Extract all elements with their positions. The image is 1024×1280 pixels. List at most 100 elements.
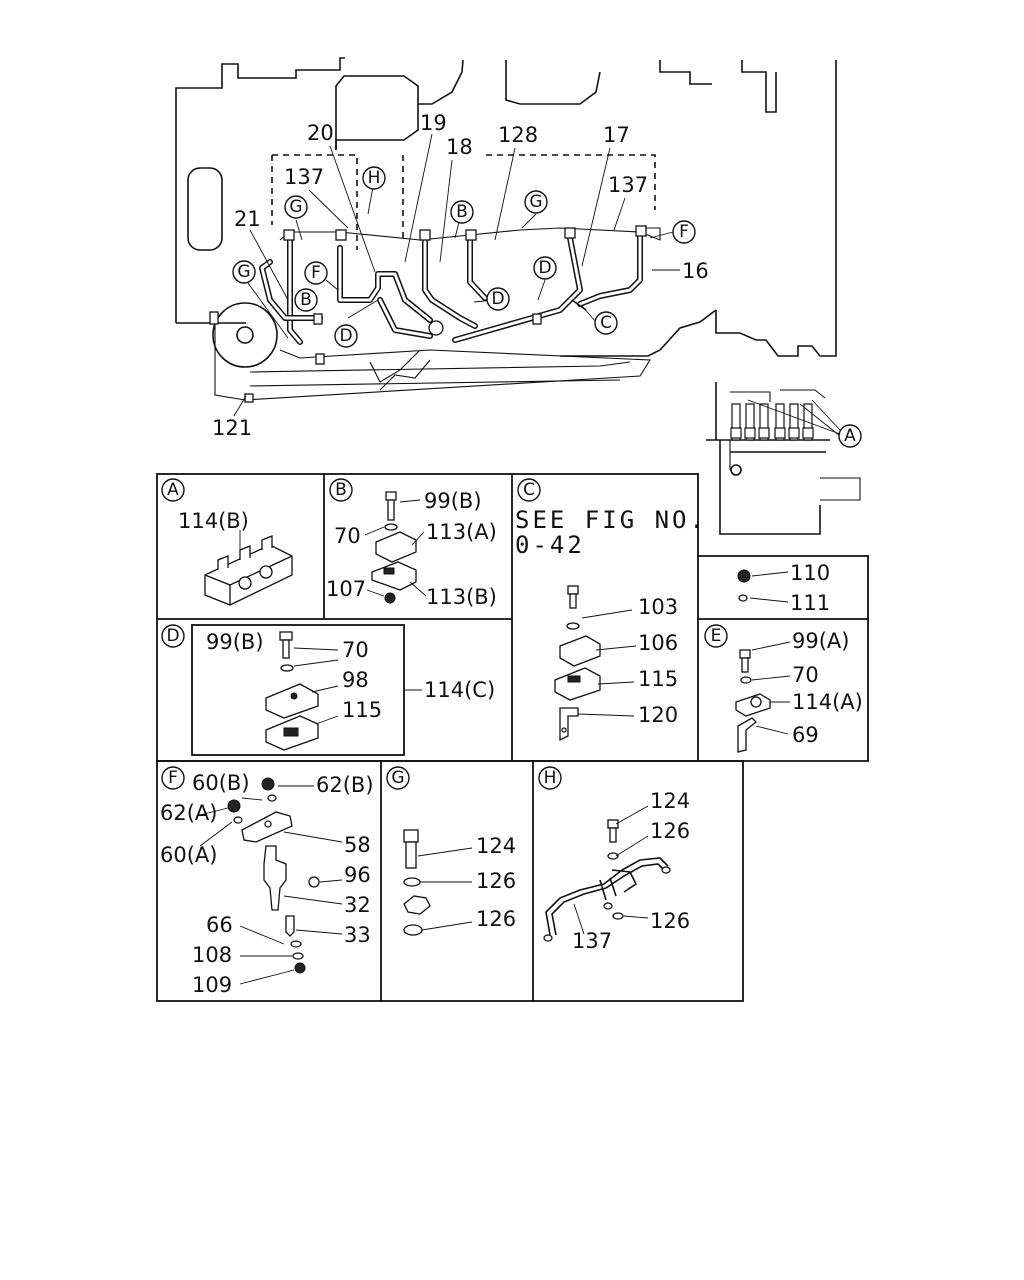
label-19: 19 [420, 111, 447, 135]
label-58: 58 [344, 833, 371, 857]
label-17: 17 [603, 123, 630, 147]
label-111: 111 [790, 591, 830, 615]
svg-text:A: A [167, 480, 179, 500]
label-99b-d: 99(B) [206, 630, 264, 654]
callout-g-left[interactable]: G [232, 260, 256, 284]
valve-holder [774, 427, 786, 439]
label-137-h: 137 [572, 929, 612, 953]
svg-text:D: D [491, 289, 504, 309]
label-126-h-2: 126 [650, 909, 690, 933]
valve-holder [744, 427, 756, 439]
valve-holder [758, 427, 770, 439]
callout-d-right[interactable]: D [533, 256, 557, 280]
label-62b: 62(B) [316, 773, 374, 797]
svg-text:B: B [300, 290, 312, 310]
label-70-d: 70 [342, 638, 369, 662]
label-107: 107 [326, 577, 366, 601]
leader-lines-top [233, 133, 680, 417]
callout-h[interactable]: H [538, 766, 562, 790]
callout-c[interactable]: C [517, 478, 541, 502]
label-108: 108 [192, 943, 232, 967]
valve-holder [788, 427, 800, 439]
delivery-valve [759, 403, 769, 441]
svg-text:C: C [523, 480, 535, 500]
label-99a: 99(A) [792, 629, 849, 653]
label-124-h: 124 [650, 789, 690, 813]
svg-text:G: G [391, 768, 404, 788]
label-16: 16 [682, 259, 709, 283]
callout-d-left[interactable]: D [334, 324, 358, 348]
svg-text:G: G [237, 262, 250, 282]
svg-text:F: F [679, 222, 689, 242]
delivery-valve [745, 403, 755, 441]
label-99b: 99(B) [424, 489, 482, 513]
delivery-valve [731, 403, 741, 441]
svg-text:H: H [368, 168, 381, 188]
detail-box-f: F 60(B) 62(B) 62(A) 58 60(A) 96 32 66 33… [160, 766, 374, 997]
label-60a: 60(A) [160, 843, 217, 867]
label-70-e: 70 [792, 663, 819, 687]
delivery-valve [775, 403, 785, 441]
label-113a: 113(A) [426, 520, 497, 544]
label-20: 20 [307, 121, 334, 145]
svg-text:B: B [335, 480, 347, 500]
label-114b: 114(B) [178, 509, 249, 533]
label-128: 128 [498, 123, 538, 147]
label-103: 103 [638, 595, 678, 619]
callout-d-center[interactable]: D [486, 287, 510, 311]
label-32: 32 [344, 893, 371, 917]
callout-f[interactable]: F [161, 766, 185, 790]
callout-g-top-right[interactable]: G [524, 190, 548, 214]
label-69: 69 [792, 723, 819, 747]
label-106: 106 [638, 631, 678, 655]
svg-text:F: F [168, 768, 178, 788]
injection-pump-detail [706, 382, 861, 535]
svg-text:H: H [544, 768, 557, 788]
label-33: 33 [344, 923, 371, 947]
callout-a-pump[interactable]: A [838, 424, 862, 448]
fig-number-text: 0-42 [515, 531, 585, 559]
label-113b: 113(B) [426, 585, 497, 609]
label-114c: 114(C) [424, 678, 495, 702]
callout-g-top-left[interactable]: G [284, 195, 308, 219]
svg-text:C: C [600, 313, 612, 333]
label-96: 96 [344, 863, 371, 887]
svg-text:E: E [711, 626, 722, 646]
label-60b: 60(B) [192, 771, 250, 795]
svg-text:D: D [166, 626, 179, 646]
injection-pipes [209, 225, 661, 403]
callout-b-left[interactable]: B [294, 288, 318, 312]
label-120: 120 [638, 703, 678, 727]
callout-c-top[interactable]: C [594, 311, 618, 335]
callout-f-top-right[interactable]: F [672, 220, 696, 244]
callout-f-left[interactable]: F [304, 261, 328, 285]
delivery-valve [789, 403, 799, 441]
detail-box-g: G 124 126 126 [386, 766, 516, 936]
callout-b-top-right[interactable]: B [450, 200, 474, 224]
valve-holder [802, 427, 814, 439]
valve-holder [730, 427, 742, 439]
label-126-g-2: 126 [476, 907, 516, 931]
label-115: 115 [638, 667, 678, 691]
label-62a: 62(A) [160, 801, 217, 825]
svg-text:B: B [456, 202, 468, 222]
engine-outline [175, 57, 837, 357]
label-70: 70 [334, 524, 361, 548]
label-114a: 114(A) [792, 690, 863, 714]
label-126-h-1: 126 [650, 819, 690, 843]
callout-a[interactable]: A [161, 478, 185, 502]
label-21: 21 [234, 207, 261, 231]
callout-d[interactable]: D [161, 624, 185, 648]
detail-box-d: D 99(B) 70 98 115 114(C) [161, 624, 495, 751]
callout-e[interactable]: E [704, 624, 728, 648]
callout-h-top[interactable]: H [362, 166, 386, 190]
see-fig-text: SEE FIG NO. [515, 506, 707, 534]
label-126-g-1: 126 [476, 869, 516, 893]
label-110: 110 [790, 561, 830, 585]
label-98: 98 [342, 668, 369, 692]
label-66: 66 [206, 913, 233, 937]
detail-box-nut-washer: 110 111 [737, 561, 830, 615]
callout-b[interactable]: B [329, 478, 353, 502]
callout-g[interactable]: G [386, 766, 410, 790]
